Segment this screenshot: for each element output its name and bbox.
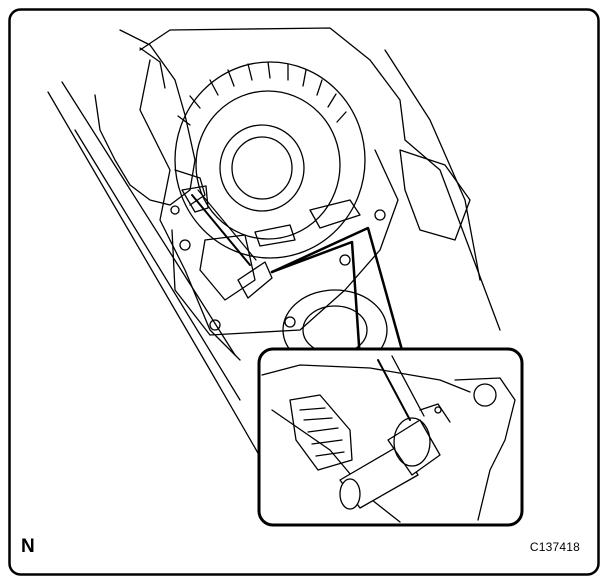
transaxle-case-drawing <box>47 27 501 461</box>
illustration-code: C137418 <box>529 540 580 554</box>
view-direction-label: N <box>21 536 35 557</box>
detail-inset <box>257 347 524 527</box>
detail-inset-frame <box>257 347 524 527</box>
figure-frame <box>8 8 600 576</box>
